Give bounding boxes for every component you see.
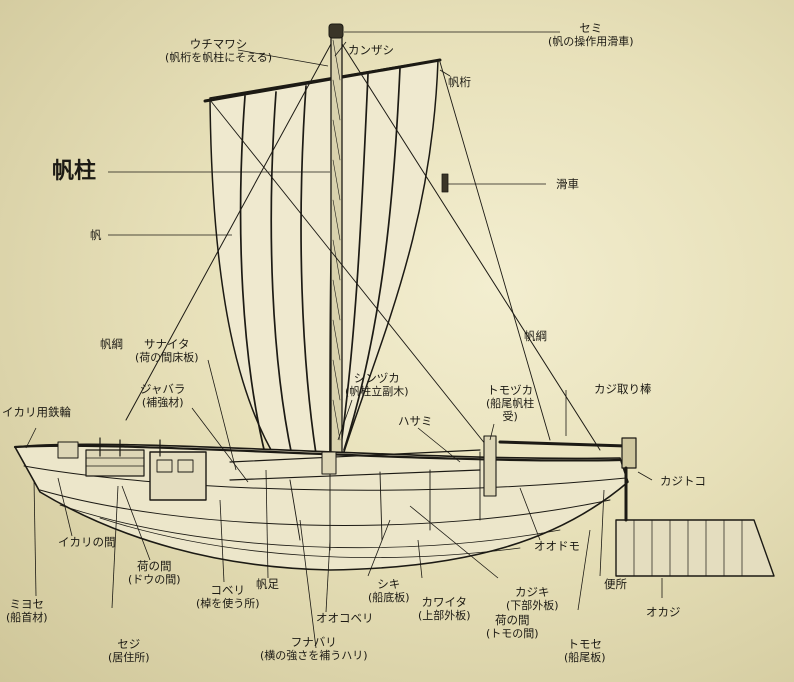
- label-ho: 帆: [90, 229, 102, 242]
- seji-name: セジ: [117, 637, 141, 651]
- cabin: [149, 451, 207, 501]
- forestay: [125, 43, 332, 421]
- kouberi-note: (棹を使う所): [196, 597, 260, 610]
- hobashira-name: 帆柱: [52, 159, 97, 184]
- kassha-name: 滑車: [556, 177, 579, 191]
- hozuna-left-name: 帆綱: [100, 337, 123, 351]
- ni-no-ma-tomo-name: 荷の間: [495, 613, 530, 627]
- label-uchimawashi: ウチマワシ (帆桁を帆柱にそえる): [165, 37, 273, 65]
- ni-no-ma-name: 荷の間: [137, 559, 172, 573]
- sanaita-note: (荷の間床板): [135, 351, 199, 364]
- label-semi: セミ (帆の操作用滑車): [548, 21, 634, 49]
- kawaita-name: カワイタ: [421, 595, 468, 609]
- label-kanzashi: カンザシ: [348, 44, 394, 57]
- ikari-no-ma-name: イカリの間: [58, 535, 116, 549]
- label-ikari-tetsuwa: イカリ用鉄輪: [2, 406, 71, 419]
- jabara-name: ジャバラ: [140, 382, 186, 396]
- label-kassha: 滑車: [556, 178, 579, 191]
- tomose-note: (船尾板): [564, 651, 606, 664]
- kajitoko-name: カジトコ: [660, 474, 706, 488]
- funabari-note: (横の強さを補うハリ): [260, 649, 368, 662]
- label-kajiki: カジキ (下部外板): [506, 585, 559, 613]
- shinzuka-note: (帆柱立副木): [345, 385, 409, 398]
- label-kajitoko: カジトコ: [660, 475, 706, 488]
- sanaita-name: サナイタ: [144, 337, 190, 351]
- label-kouberi: コベリ (棹を使う所): [196, 583, 260, 611]
- hasami-name: ハサミ: [398, 414, 433, 428]
- ookoberi-name: オオコベリ: [316, 611, 374, 625]
- label-kawaita: カワイタ (上部外板): [418, 595, 471, 623]
- halyard: [209, 99, 491, 451]
- label-okaji: オカジ: [646, 606, 681, 619]
- label-hobashira: 帆柱: [52, 160, 96, 184]
- label-shiki: シキ (船底板): [368, 577, 410, 605]
- semi-name: セミ: [579, 21, 603, 35]
- kouberi-name: コベリ: [210, 583, 246, 597]
- kanzashi-name: カンザシ: [348, 43, 394, 57]
- tiller-bar: [498, 440, 628, 448]
- label-hogeta: 帆桁: [448, 76, 471, 89]
- label-benjo: 便所: [604, 578, 627, 591]
- ni-no-ma-tomo-note: (トモの間): [486, 627, 539, 640]
- label-kajitoribou: カジ取り棒: [594, 383, 652, 396]
- kawaita-note: (上部外板): [418, 609, 471, 622]
- label-funabari: フナバリ (横の強さを補うハリ): [260, 635, 368, 663]
- label-hoashi: 帆足: [256, 578, 279, 591]
- benjo-name: 便所: [604, 577, 627, 591]
- shiki-name: シキ: [377, 577, 401, 591]
- label-jabara: ジャバラ (補強材): [140, 382, 186, 410]
- mast: [330, 29, 343, 463]
- semi-note: (帆の操作用滑車): [548, 35, 634, 48]
- mayose-name: ミヨセ: [9, 597, 45, 611]
- tomozuka-note2: 受): [502, 410, 518, 423]
- shinzuka-name: シンヅカ: [353, 371, 400, 385]
- tomozuka-note: (船尾帆柱: [486, 397, 535, 410]
- rudder: [615, 519, 775, 577]
- mayose-note: (船首材): [6, 611, 48, 624]
- label-hozuna-left: 帆綱: [100, 338, 123, 351]
- ni-no-ma-note: (ドウの間): [128, 573, 181, 586]
- seji-note: (居住所): [108, 651, 150, 664]
- tomose-name: トモセ: [567, 637, 603, 651]
- uchimawashi-note: (帆桁を帆柱にそえる): [165, 51, 273, 64]
- okaji-name: オカジ: [646, 605, 681, 619]
- label-ni-no-ma: 荷の間 (ドウの間): [128, 559, 181, 587]
- shiki-note: (船底板): [368, 591, 410, 604]
- kajiki-name: カジキ: [515, 585, 550, 599]
- label-ookoberi: オオコベリ: [316, 612, 374, 625]
- ikari-tetsuwa-name: イカリ用鉄輪: [2, 405, 71, 419]
- label-hasami: ハサミ: [398, 415, 433, 428]
- label-seji: セジ (居住所): [108, 637, 150, 665]
- hozuna-right-name: 帆綱: [524, 329, 547, 343]
- label-hozuna-right: 帆綱: [524, 330, 547, 343]
- hogeta-name: 帆桁: [448, 75, 471, 89]
- uchimawashi-name: ウチマワシ: [189, 37, 248, 51]
- jabara-note: (補強材): [141, 396, 184, 409]
- label-oodomo: オオドモ: [534, 540, 580, 553]
- tomozuka-name: トモヅカ: [487, 383, 534, 397]
- label-tomose: トモセ (船尾板): [564, 637, 606, 665]
- backstay: [341, 43, 601, 451]
- oodomo-name: オオドモ: [534, 539, 580, 553]
- label-sanaita: サナイタ (荷の間床板): [135, 337, 199, 365]
- kajitoribou-name: カジ取り棒: [594, 382, 652, 396]
- yard: [203, 58, 442, 103]
- label-ikari-no-ma: イカリの間: [58, 536, 116, 549]
- label-shinzuka: シンヅカ (帆柱立副木): [345, 371, 409, 399]
- kajitoko-post: [621, 437, 637, 469]
- funabari-name: フナバリ: [290, 635, 337, 649]
- label-mayose: ミヨセ (船首材): [6, 597, 48, 625]
- label-tomozuka: トモヅカ (船尾帆柱 受): [486, 383, 535, 424]
- label-ni-no-ma-tomo: 荷の間 (トモの間): [486, 613, 539, 641]
- semi-pulley: [328, 23, 344, 39]
- ho-name: 帆: [90, 228, 102, 242]
- leader-lines: [25, 31, 663, 649]
- pulley: [441, 173, 449, 193]
- hoashi-name: 帆足: [256, 577, 279, 591]
- sheet-line: [439, 61, 551, 441]
- kajiki-note: (下部外板): [506, 599, 559, 612]
